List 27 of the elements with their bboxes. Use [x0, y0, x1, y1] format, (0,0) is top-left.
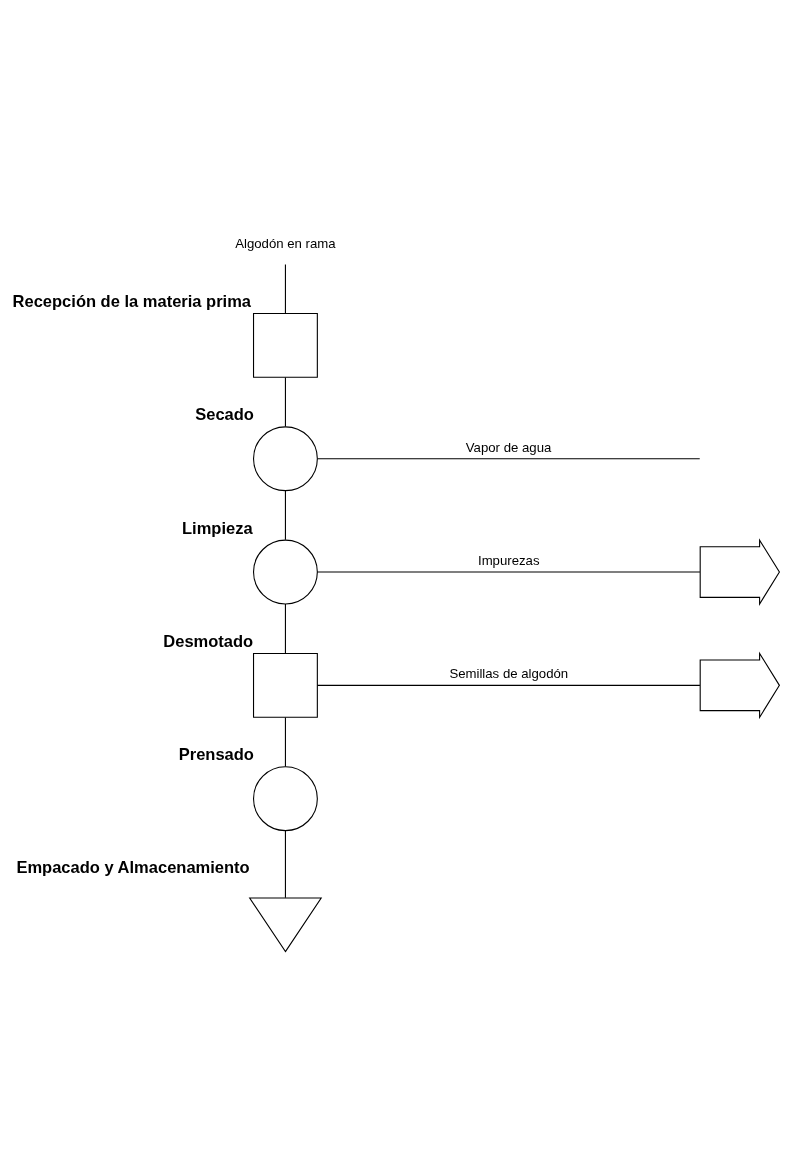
- edge-label: Semillas de algodón: [449, 666, 569, 682]
- node-arrow: [699, 538, 781, 606]
- connector: [284, 716, 286, 767]
- node-box: [253, 312, 318, 378]
- connector: [284, 376, 286, 428]
- node-circle: [253, 426, 318, 492]
- node-arrow: [699, 651, 781, 720]
- node-circle: [253, 539, 318, 605]
- node-label: Recepción de la materia prima: [12, 291, 252, 310]
- node-label: Prensado: [178, 745, 254, 764]
- connector: [284, 490, 286, 541]
- node-label: Desmotado: [163, 631, 254, 650]
- node-triangle: [248, 897, 323, 953]
- edge-label: Vapor de agua: [465, 439, 552, 455]
- node-box: [253, 652, 318, 718]
- node-label: Empacado y Almacenamiento: [16, 858, 250, 877]
- connector: [284, 263, 286, 314]
- node-label: Secado: [195, 405, 254, 424]
- connector: [317, 458, 701, 460]
- connector: [284, 830, 286, 899]
- node-circle: [253, 766, 318, 832]
- connector: [316, 684, 701, 686]
- connector: [316, 571, 701, 573]
- node-label: Limpieza: [182, 518, 253, 537]
- edge-label: Impurezas: [477, 553, 540, 569]
- connector: [284, 603, 286, 654]
- node-text: Algodón en rama: [235, 235, 336, 251]
